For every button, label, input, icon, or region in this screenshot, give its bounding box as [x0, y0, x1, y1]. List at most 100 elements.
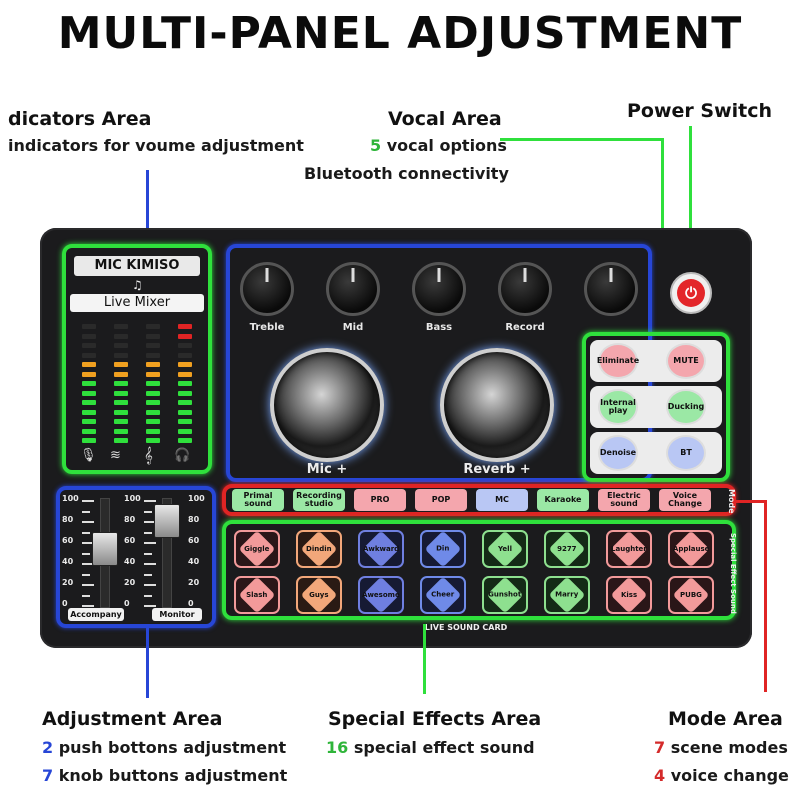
effect-pad-label: Slash — [246, 590, 268, 599]
mode-area-line-2: 4 voice change — [654, 766, 789, 785]
internal-play-label: Internal play — [600, 397, 636, 415]
effect-pad-label: Marry — [555, 590, 579, 599]
effect-pad[interactable]: Marry — [544, 576, 590, 614]
effect-pad[interactable]: Guys — [296, 576, 342, 614]
record-knob[interactable] — [498, 262, 552, 316]
meter-led — [146, 409, 160, 415]
effect-pad-face: Giggle — [238, 530, 276, 568]
effect-pad-face: Guys — [300, 576, 338, 614]
indicators-area-heading: dicators Area — [8, 108, 152, 130]
effect-pad[interactable]: Laughter — [606, 530, 652, 568]
reverb-knob[interactable] — [440, 348, 554, 462]
effect-pad-label: Awkward — [362, 545, 400, 554]
monitor-fader[interactable] — [154, 504, 180, 538]
mode-button[interactable]: Karaoke — [537, 489, 589, 511]
accompany-label: Accompany — [68, 608, 124, 621]
meter-led — [82, 352, 96, 358]
fader-tick — [82, 573, 90, 576]
effect-pad-label: Applause — [672, 545, 710, 553]
fifth-knob[interactable] — [584, 262, 638, 316]
fader-scale-label: 80 — [188, 515, 200, 524]
fader-tick — [82, 594, 90, 597]
mid-knob[interactable] — [326, 262, 380, 316]
meter-led — [82, 409, 96, 415]
vocal-area-heading: Vocal Area — [388, 108, 502, 130]
treble-knob[interactable] — [240, 262, 294, 316]
effect-pad[interactable]: Giggle — [234, 530, 280, 568]
adjustment-area-line-2: 7 knob buttons adjustment — [42, 766, 287, 785]
vocal-count: 5 — [370, 136, 382, 155]
ducking-button[interactable]: Ducking — [666, 389, 706, 425]
fader-tick — [144, 521, 156, 523]
fader-tick — [82, 531, 90, 534]
effect-pad[interactable]: Dindin — [296, 530, 342, 568]
mode-button[interactable]: Voice Change — [659, 489, 711, 511]
music-note-icon: ♫ — [132, 278, 143, 292]
mic-volume-knob[interactable] — [270, 348, 384, 462]
meter-led — [146, 390, 160, 396]
internal-play-button[interactable]: Internal play — [598, 389, 638, 425]
meter-led — [178, 343, 192, 348]
mic-knob-label: Mic + — [306, 462, 348, 477]
effect-pad-face: Gunshot — [486, 576, 524, 614]
fader-tick — [82, 510, 90, 513]
power-button[interactable]: ⏻ — [670, 272, 712, 314]
indicators-zone: MIC KIMISO ♫ Live Mixer 🎙 ≋ 𝄞 🎧 — [62, 244, 212, 474]
fader-scale-label: 60 — [62, 536, 74, 545]
effect-pad[interactable]: Gunshot — [482, 576, 528, 614]
fader-tick — [82, 542, 94, 544]
adjustment-area-line-1: 2 push bottons adjustment — [42, 738, 286, 757]
fader-scale-label: 0 — [124, 599, 130, 608]
effect-pad-label: Gunshot — [488, 591, 522, 599]
effect-pad-label: 9277 — [557, 544, 577, 553]
effect-pad-label: Yell — [498, 544, 512, 553]
mode-button[interactable]: Primal sound — [232, 489, 284, 511]
mode-button[interactable]: POP — [415, 489, 467, 511]
bluetooth-button[interactable]: BT — [666, 435, 706, 471]
vocal-area-desc-1: 5 vocal options — [370, 136, 507, 155]
accompany-fader[interactable] — [92, 532, 118, 566]
mode-area-line-1: 7 scene modes — [654, 738, 788, 757]
mode-button-label: Electric sound — [607, 491, 641, 508]
mode-button[interactable]: Electric sound — [598, 489, 650, 511]
fader-scale-label: 60 — [124, 536, 136, 545]
adjustment-connector — [146, 626, 149, 698]
eliminate-button[interactable]: Eliminate — [597, 343, 639, 379]
effect-pad[interactable]: Applause — [668, 530, 714, 568]
meter-led — [82, 419, 96, 424]
meter-led — [146, 400, 160, 405]
effect-pad[interactable]: Slash — [234, 576, 280, 614]
meter-led — [114, 362, 128, 367]
mode-button-label: Primal sound — [243, 491, 273, 508]
effect-pad-label: Cheer — [431, 590, 455, 599]
headphones-icon: 🎧 — [174, 448, 191, 463]
adjustment-knob-zone: Treble Mid Bass Record Mic + Reverb + — [226, 244, 652, 482]
knob-text: knob buttons adjustment — [53, 766, 288, 785]
fader-tick — [144, 510, 152, 513]
power-icon: ⏻ — [677, 279, 705, 307]
effect-pad[interactable]: PUBG — [668, 576, 714, 614]
effect-pad[interactable]: Cheer — [420, 576, 466, 614]
effect-pad-face: Awkward — [362, 530, 400, 568]
fader-scale-label: 100 — [124, 494, 141, 503]
effect-pad[interactable]: Din — [420, 530, 466, 568]
effect-pad-face: Cheer — [424, 576, 462, 614]
mode-button[interactable]: MC — [476, 489, 528, 511]
fader-scale-label: 40 — [62, 557, 74, 566]
effect-pad[interactable]: Awesome — [358, 576, 404, 614]
effect-pad[interactable]: 9277 — [544, 530, 590, 568]
live-mixer-label: Live Mixer — [70, 294, 204, 312]
effect-pad[interactable]: Awkward — [358, 530, 404, 568]
mute-button[interactable]: MUTE — [666, 343, 706, 379]
mode-button[interactable]: PRO — [354, 489, 406, 511]
effect-pad-label: PUBG — [680, 591, 702, 599]
live-mixer-text: Live Mixer — [103, 295, 171, 310]
effect-pad[interactable]: Yell — [482, 530, 528, 568]
mode-button[interactable]: Recording studio — [293, 489, 345, 511]
bass-knob[interactable] — [412, 262, 466, 316]
effect-pad[interactable]: Kiss — [606, 576, 652, 614]
meter-led — [114, 428, 128, 434]
meter-led — [114, 419, 128, 424]
denoise-button[interactable]: Denoise — [598, 435, 638, 471]
effect-pad-face: Dindin — [300, 530, 338, 568]
